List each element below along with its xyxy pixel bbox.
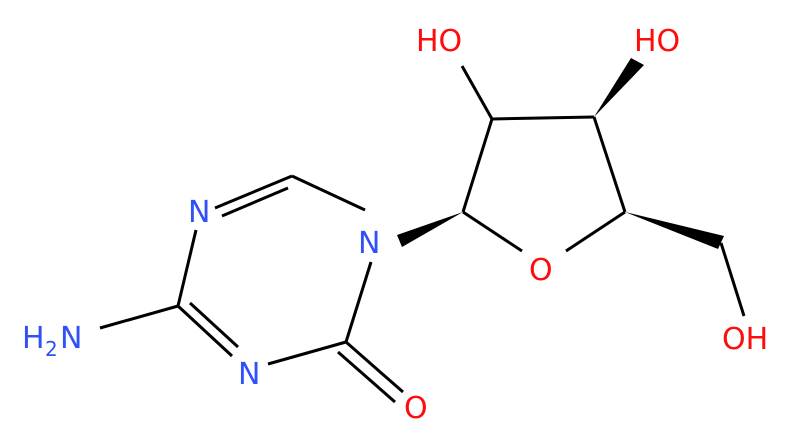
wedge-c1-n1 <box>397 212 463 247</box>
bond-n5-c4 <box>176 229 198 307</box>
bond-c4-o-ring <box>565 210 626 253</box>
atom-o-ring: O <box>529 253 553 288</box>
bond-c1-c2 <box>461 118 494 213</box>
bonds <box>99 58 746 404</box>
wedge-c3-oh <box>594 58 644 117</box>
bond-c2-oh <box>460 65 494 120</box>
wedge-c4-ch2 <box>625 212 724 249</box>
bond-c4-nh2 <box>99 304 179 330</box>
atom-o-carbonyl: O <box>404 391 428 426</box>
bond-c4-n3 <box>176 304 234 358</box>
atom-nh2-h: H <box>22 321 45 356</box>
bond-n3-c2 <box>267 340 347 366</box>
atom-nh2-n: N <box>60 321 82 356</box>
atom-n1: N <box>358 226 380 261</box>
atom-nh2-subscript: 2 <box>45 337 58 361</box>
bond-c2-n1 <box>344 261 373 343</box>
bond-n1-c6 <box>291 174 366 212</box>
bond-c3-c4 <box>592 116 627 213</box>
atom-oh-right: HO <box>634 24 680 59</box>
bond-c1-o-ring <box>462 210 523 253</box>
bond-c2-o-carbonyl <box>345 340 404 394</box>
bond-ch2-oh <box>719 242 746 317</box>
bond-c2-c3 <box>491 115 595 121</box>
bond-c4-n3-double <box>188 301 240 349</box>
bond-c2-o-carbonyl-double <box>337 350 396 404</box>
atom-labels: HO HO N N O OH H 2 N N O <box>22 24 768 426</box>
atom-n-lower: N <box>238 357 260 392</box>
atom-oh-bottom: OH <box>722 322 768 357</box>
bond-c6-n5 <box>214 174 293 210</box>
atom-n-upper: N <box>188 195 210 230</box>
atom-oh-left: HO <box>416 24 462 59</box>
bond-c6-n5-double <box>221 186 289 218</box>
